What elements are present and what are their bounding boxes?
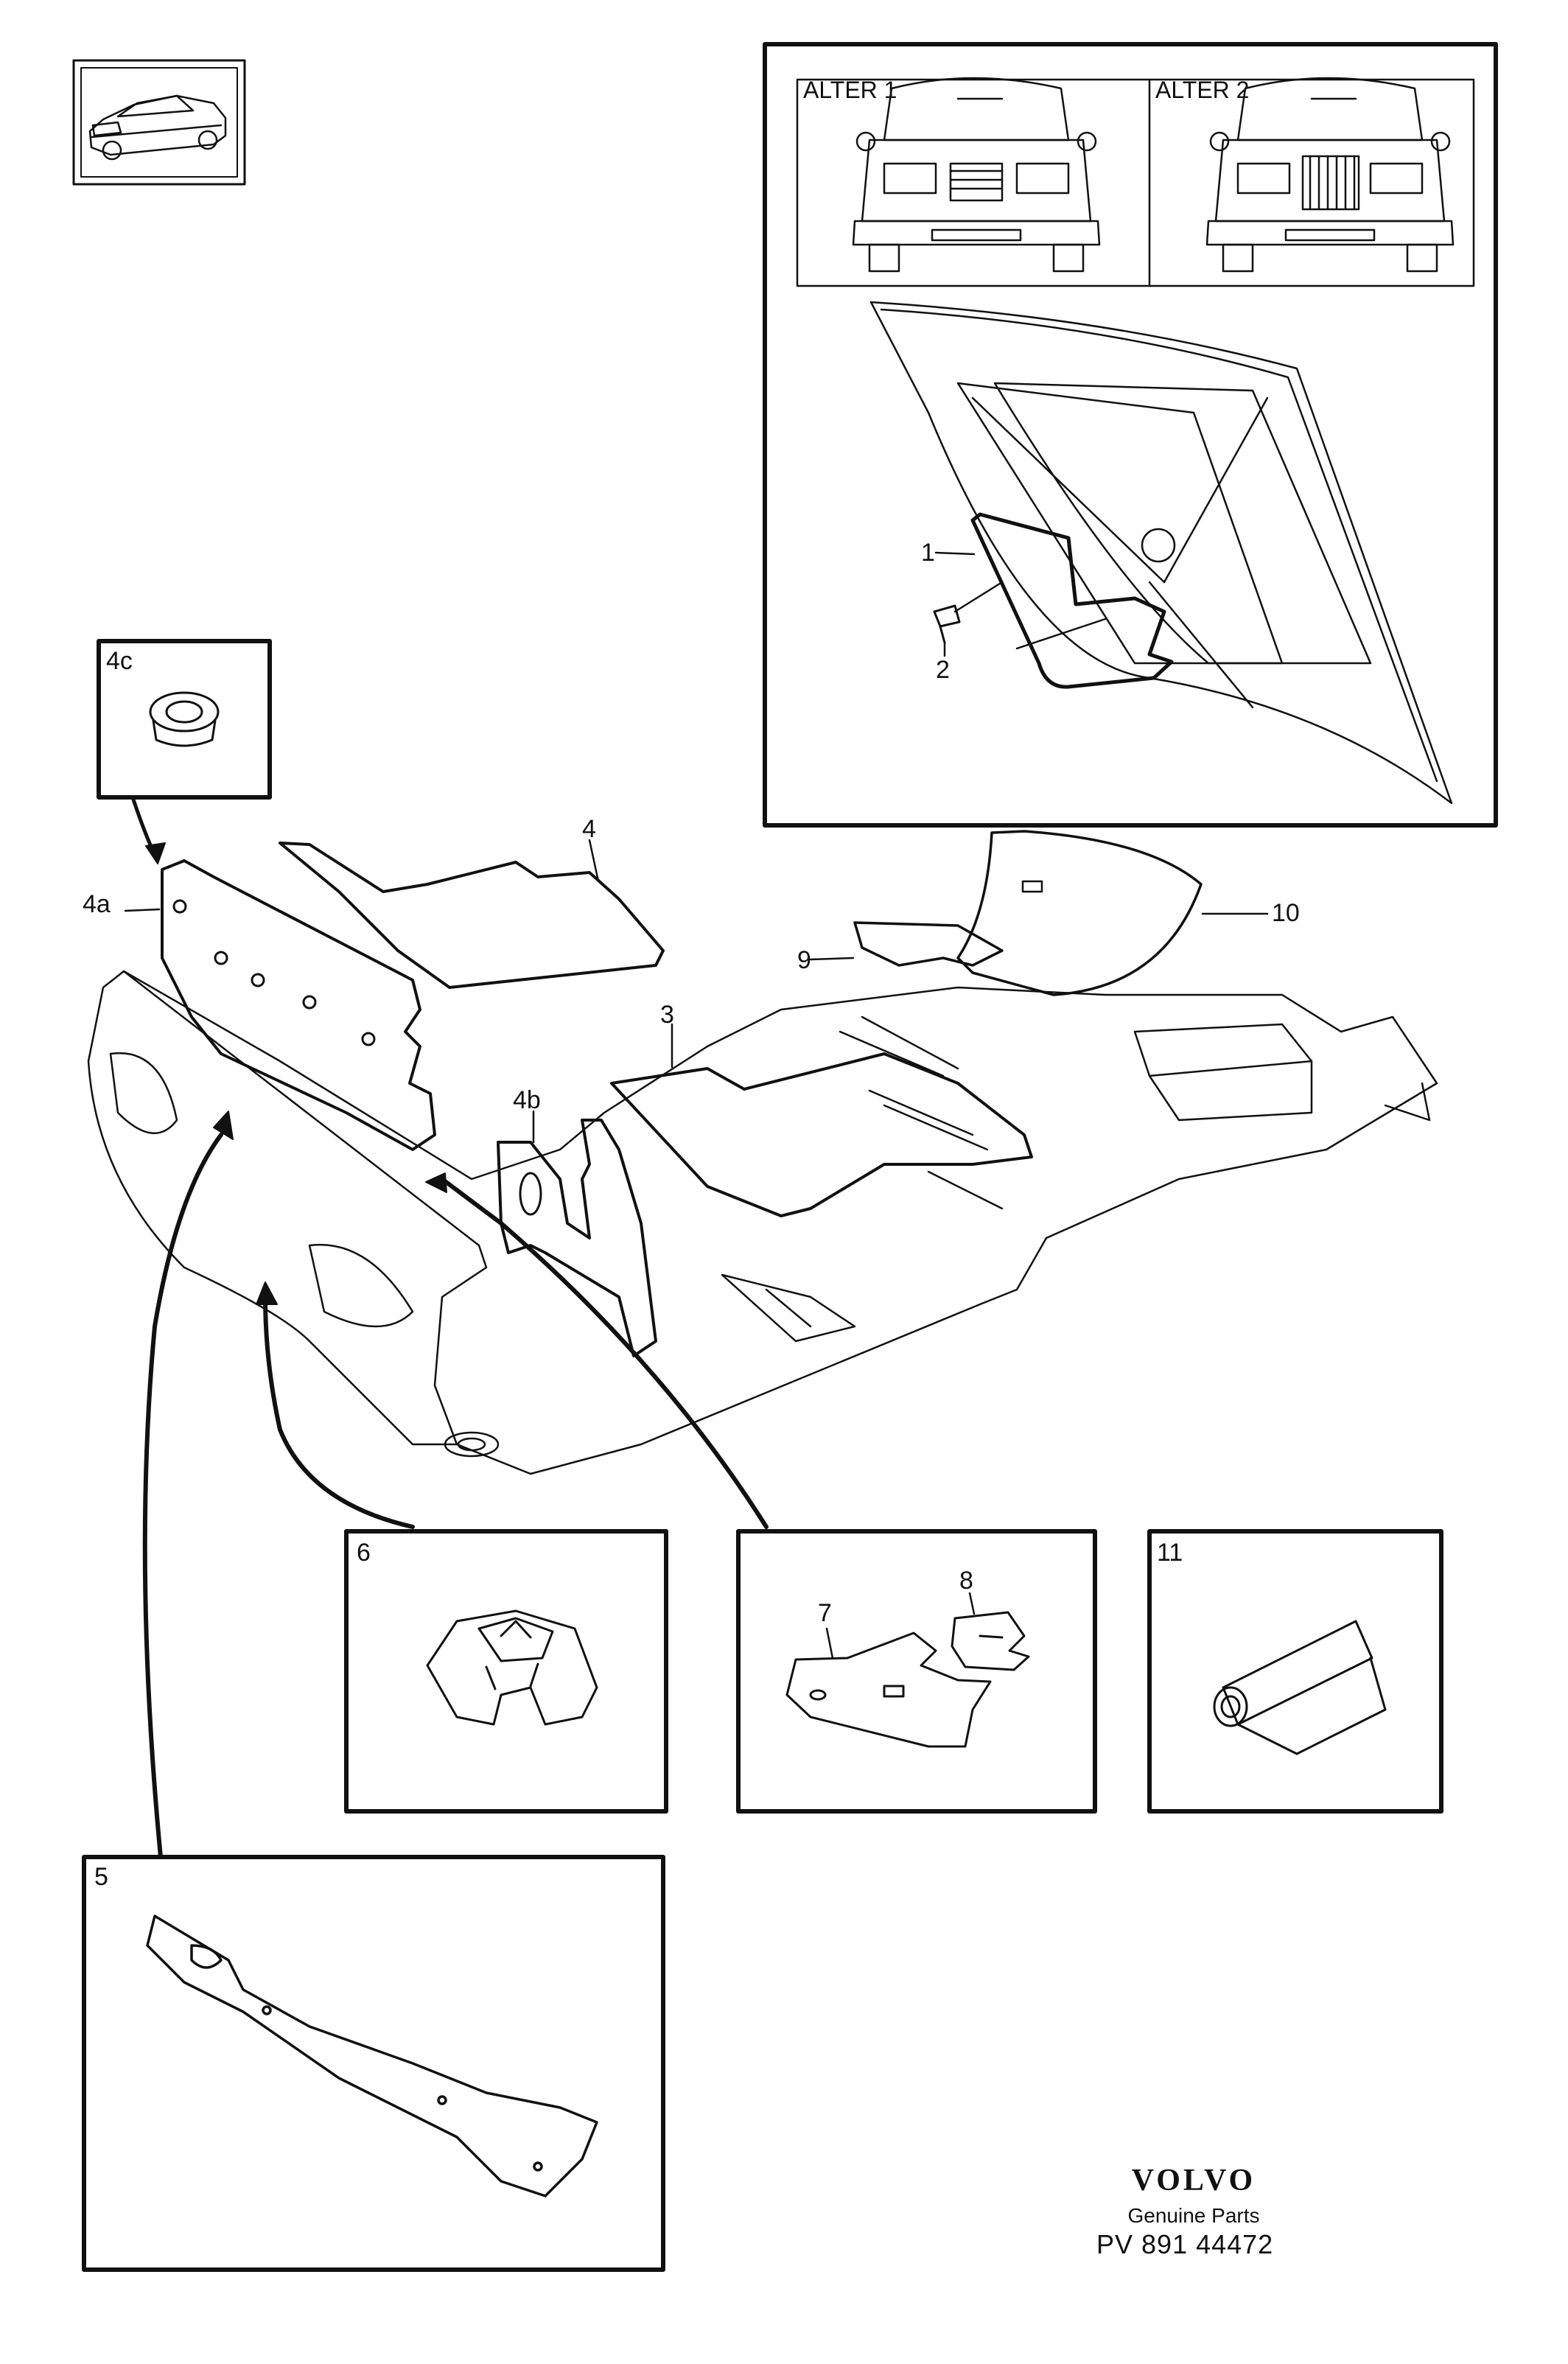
callout-4a: 4a: [83, 890, 111, 918]
alter-2-label: ALTER 2: [1155, 77, 1250, 103]
callout-7: 7: [818, 1599, 832, 1627]
car-thumbnail-icon: [88, 94, 227, 161]
part-1-shape: [970, 512, 1174, 689]
leader-arrows: [142, 1111, 769, 1859]
body-shell: [87, 970, 1438, 1475]
part-6-shape: [426, 1609, 598, 1726]
box-6: [344, 1529, 668, 1814]
callout-4c: 4c: [106, 647, 133, 675]
callout-4: 4: [582, 815, 596, 843]
roll-insulation-icon: [1213, 1620, 1387, 1755]
callout-8: 8: [959, 1567, 973, 1595]
brand-wordmark: VOLVO: [1131, 2164, 1256, 2197]
box-5: [82, 1855, 665, 2272]
part-5-shape: [146, 1914, 598, 2197]
callout-4b: 4b: [513, 1086, 541, 1114]
box-4c: [97, 639, 272, 864]
hood-frame: [763, 42, 1498, 828]
part-2-clip: [933, 604, 961, 644]
part-8-shape: [951, 1611, 1030, 1671]
callout-1: 1: [921, 539, 935, 567]
callout-5: 5: [94, 1863, 108, 1891]
part-3-shape: [610, 1052, 1033, 1217]
grommet-icon: [149, 691, 220, 747]
car-front-alter-1-icon: [852, 77, 1101, 273]
callout-9: 9: [797, 946, 811, 974]
callout-10: 10: [1272, 899, 1300, 927]
alter-1-label: ALTER 1: [803, 77, 897, 103]
callout-11: 11: [1157, 1539, 1183, 1567]
part-7-shape: [785, 1632, 992, 1748]
brand-tagline: Genuine Parts: [1127, 2204, 1260, 2227]
part-10-shape: [956, 830, 1203, 996]
hood-underside: [869, 301, 1453, 805]
callout-6: 6: [357, 1539, 371, 1567]
reference-number: PV 891 44472: [1096, 2229, 1274, 2259]
box-7-8: [736, 1529, 1097, 1814]
car-front-alter-2-icon: [1205, 77, 1455, 273]
box-11: [1147, 1529, 1443, 1814]
part-4b-shape: [497, 1119, 657, 1357]
part-9-shape: [853, 921, 1004, 967]
callout-2: 2: [936, 656, 950, 684]
brand-block: VOLVO Genuine Parts: [1105, 2163, 1282, 2228]
callout-3: 3: [660, 1001, 674, 1029]
part-4-shape: [279, 842, 665, 989]
car-thumbnail: [72, 59, 246, 186]
